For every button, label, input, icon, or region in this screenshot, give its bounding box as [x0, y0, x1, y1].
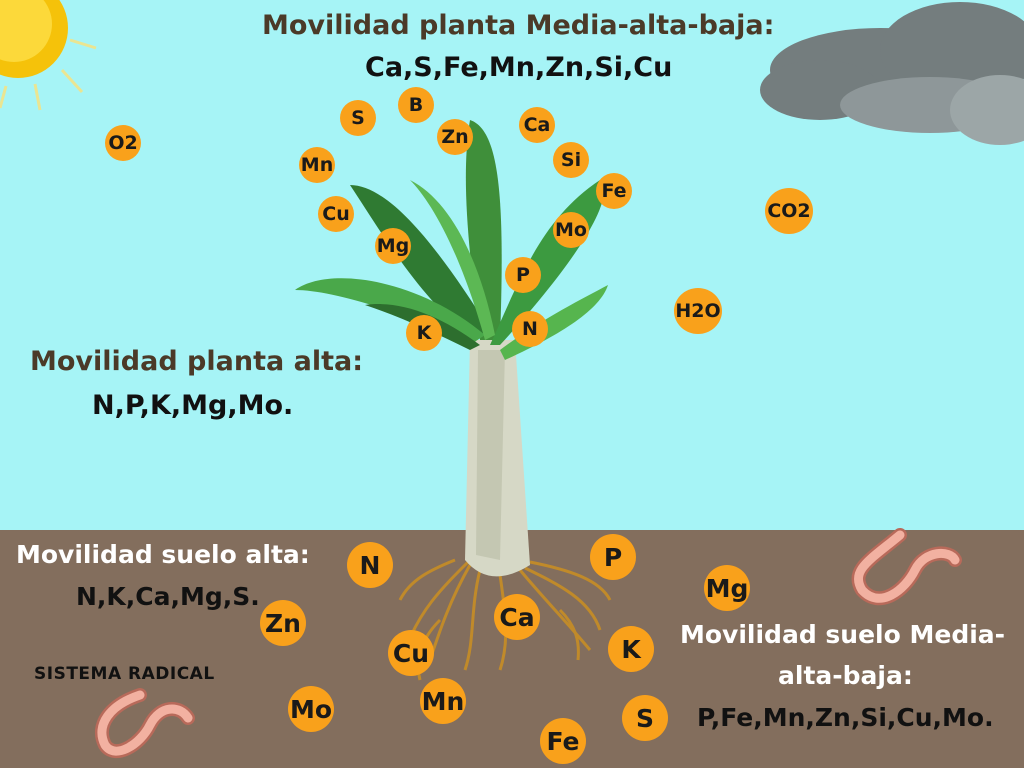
soil-nutrient-bubble-s: S [622, 695, 668, 741]
nutrient-bubble-ca: Ca [519, 107, 555, 143]
nutrient-bubble-zn: Zn [437, 119, 473, 155]
nutrient-bubble-p: P [505, 257, 541, 293]
soil-nutrient-bubble-fe: Fe [540, 718, 586, 764]
soil-medium-mobility-heading-line2: alta-baja: [778, 661, 913, 690]
nutrient-bubble-h2o: H2O [674, 288, 722, 334]
soil-medium-mobility-list: P,Fe,Mn,Zn,Si,Cu,Mo. [697, 703, 994, 732]
nutrient-bubble-mn: Mn [299, 147, 335, 183]
earthworm-icon [851, 528, 962, 606]
soil-nutrient-bubble-n: N [347, 542, 393, 588]
nutrient-bubble-n: N [512, 311, 548, 347]
soil-nutrient-bubble-zn: Zn [260, 600, 306, 646]
plant-high-mobility-heading: Movilidad planta alta: [30, 346, 364, 377]
soil-high-mobility-list: N,K,Ca,Mg,S. [76, 582, 260, 611]
nutrient-bubble-o2: O2 [105, 125, 141, 161]
soil-nutrient-bubble-mo: Mo [288, 686, 334, 732]
nutrient-bubble-si: Si [553, 142, 589, 178]
nutrient-bubble-mo: Mo [553, 212, 589, 248]
plant-medium-mobility-heading: Movilidad planta Media-alta-baja: [262, 10, 775, 41]
nutrient-bubble-b: B [398, 87, 434, 123]
root-system-label: SISTEMA RADICAL [34, 664, 215, 684]
nutrient-bubble-cu: Cu [318, 196, 354, 232]
nutrient-bubble-co2: CO2 [765, 188, 813, 234]
soil-nutrient-bubble-mg: Mg [704, 565, 750, 611]
soil-nutrient-bubble-p: P [590, 534, 636, 580]
soil-high-mobility-heading: Movilidad suelo alta: [16, 540, 310, 569]
soil-nutrient-bubble-k: K [608, 626, 654, 672]
sun-icon [0, 0, 97, 111]
soil-nutrient-bubble-cu: Cu [388, 630, 434, 676]
plant-high-mobility-list: N,P,K,Mg,Mo. [92, 390, 294, 421]
plant-medium-mobility-list: Ca,S,Fe,Mn,Zn,Si,Cu [365, 52, 673, 83]
nutrient-bubble-fe: Fe [596, 173, 632, 209]
soil-nutrient-bubble-ca: Ca [494, 594, 540, 640]
cloud-icon [760, 2, 1024, 145]
nutrient-bubble-mg: Mg [375, 228, 411, 264]
soil-nutrient-bubble-mn: Mn [420, 678, 466, 724]
soil-medium-mobility-heading-line1: Movilidad suelo Media- [680, 620, 1006, 649]
nutrient-bubble-s: S [340, 100, 376, 136]
nutrient-bubble-k: K [406, 315, 442, 351]
earthworm-icon [94, 688, 195, 758]
